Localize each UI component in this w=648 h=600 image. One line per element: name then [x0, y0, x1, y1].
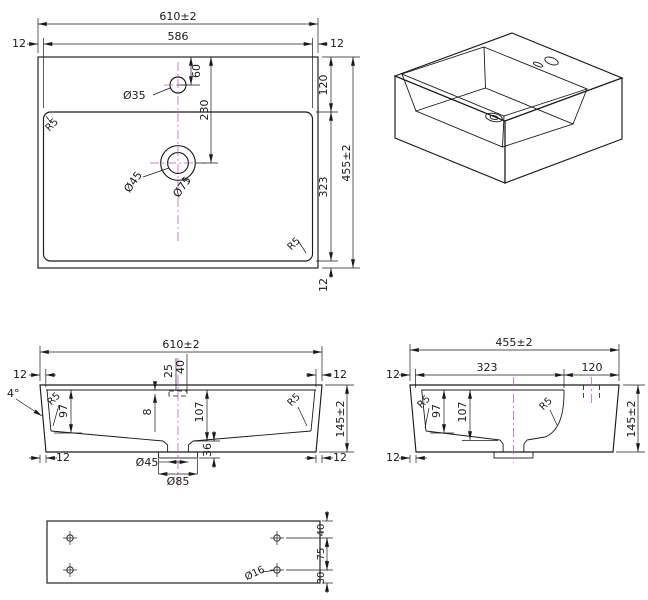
plan-dim-depth-overall: 455±2	[340, 144, 353, 181]
side-dim-basin-depth: 323	[477, 361, 498, 374]
iso-right-face	[504, 77, 623, 184]
plan-dim-faucet-offset: 60	[190, 64, 203, 78]
front-fillet-right: R5	[286, 392, 303, 409]
plan-dim-width-inner: 586	[168, 30, 189, 43]
plan-view: 610±2 586 12 12 120 323 12 455±2 60 230 …	[12, 10, 360, 292]
side-view: 455±2 12 323 120 R5 97 107 R5 145±2 12	[386, 336, 645, 464]
front-dim-taper-right: 12	[333, 451, 347, 464]
mounting-hole	[270, 563, 284, 577]
iso-overflow-slot	[532, 61, 544, 68]
iso-basin-floor	[414, 87, 575, 148]
plan-dim-wall-front: 12	[317, 278, 330, 292]
sink-outline-front	[39, 384, 323, 453]
plate-dim-spacing: 75	[316, 548, 327, 561]
plan-dim-faucet-dia: Ø35	[123, 89, 146, 102]
mounting-hole	[63, 563, 77, 577]
plate-dim-bottom-offset: 30	[316, 572, 327, 585]
front-dim-flange-dia: Ø85	[167, 475, 190, 488]
front-dim-wall-left: 12	[13, 368, 27, 381]
iso-drain-hole	[485, 112, 503, 123]
side-dim-depth-overall: 455±2	[495, 336, 532, 349]
sink-outline-plan	[37, 56, 319, 269]
plan-dim-drain-inner-dia: Ø45	[121, 169, 145, 195]
front-view: 610±2 12 12 4° R5 97 8 25 40 107 R5 145±…	[7, 338, 354, 488]
basin-opening-plan	[42, 111, 314, 262]
front-dim-width-overall: 610±2	[162, 338, 199, 351]
front-dim-slot-height: 40	[174, 360, 187, 374]
front-dim-height-overall: 145±2	[334, 400, 347, 437]
side-dim-depth-side: 97	[430, 404, 443, 418]
plan-dim-deck-depth: 120	[317, 75, 330, 96]
side-dim-height-overall: 145±2	[625, 400, 638, 437]
front-dim-drain-dia: Ø45	[136, 456, 159, 469]
plan-radius-top: R5	[44, 117, 61, 134]
back-plate-view: Ø16 40 75 30	[46, 511, 333, 593]
side-dim-taper-front: 12	[386, 451, 400, 464]
mounting-hole	[270, 531, 284, 545]
iso-left-face	[394, 75, 506, 184]
iso-drain-hole-inner	[489, 115, 499, 120]
sink-outline-side	[409, 384, 620, 453]
front-dim-slot-offset: 8	[141, 409, 154, 416]
mounting-hole	[63, 531, 77, 545]
iso-top-face	[393, 32, 624, 122]
side-dim-wall-front: 12	[386, 368, 400, 381]
plan-dim-wall-left: 12	[12, 37, 26, 50]
plan-dim-basin-depth: 323	[317, 177, 330, 198]
front-draft-angle: 4°	[7, 387, 20, 400]
iso-basin-rim	[400, 46, 589, 117]
front-dim-taper-left: 12	[56, 451, 70, 464]
front-dim-slot-width: 25	[162, 364, 175, 378]
iso-faucet-hole	[544, 56, 559, 66]
side-fillet-right: R5	[538, 396, 555, 413]
front-dim-drain-height: 36	[201, 443, 214, 457]
plan-dim-drain-offset: 230	[198, 100, 211, 121]
plan-radius-bottom: R5	[286, 236, 303, 253]
side-dim-depth-center: 107	[456, 402, 469, 423]
plan-dim-width-overall: 610±2	[159, 10, 196, 23]
plan-dim-wall-right: 12	[330, 37, 344, 50]
front-dim-depth-center: 107	[193, 402, 206, 423]
drain-hole-outer-plan	[160, 145, 196, 181]
plan-dim-drain-outer-dia: Ø75	[170, 174, 194, 200]
isometric-view	[393, 32, 624, 184]
side-dim-deck-depth: 120	[582, 361, 603, 374]
front-dim-wall-right: 12	[333, 368, 347, 381]
plate-hole-dia: Ø16	[243, 563, 267, 583]
front-dim-depth-side: 97	[57, 404, 70, 418]
plate-dim-top-offset: 40	[316, 524, 327, 537]
basin-back-curve	[544, 390, 565, 438]
back-plate-outline	[46, 520, 321, 584]
